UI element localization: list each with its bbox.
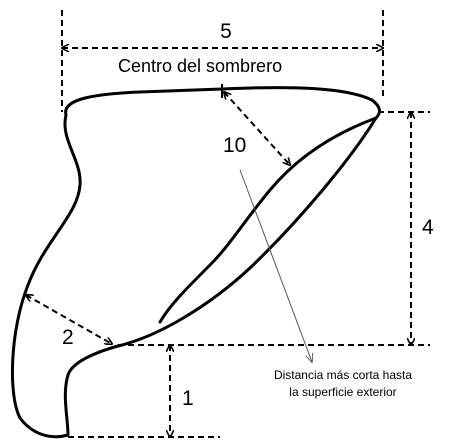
- dim-inner-distance-arrow: [224, 92, 290, 165]
- dim-lower-left-label: 2: [62, 326, 74, 349]
- dim-height-label: 4: [422, 216, 434, 239]
- note-line-2: la superficie exterior: [289, 385, 396, 399]
- dim-base-label: 1: [182, 387, 194, 410]
- note-leader-line: [239, 169, 312, 362]
- dim-lower-left-arrow: [26, 295, 112, 344]
- hat-inner-surface: [158, 116, 378, 324]
- dim-width-label: 5: [220, 20, 232, 43]
- center-label: Centro del sombrero: [118, 56, 282, 76]
- dim-inner-distance-label: 10: [223, 134, 246, 157]
- note-line-1: Distancia más corta hasta: [274, 368, 412, 382]
